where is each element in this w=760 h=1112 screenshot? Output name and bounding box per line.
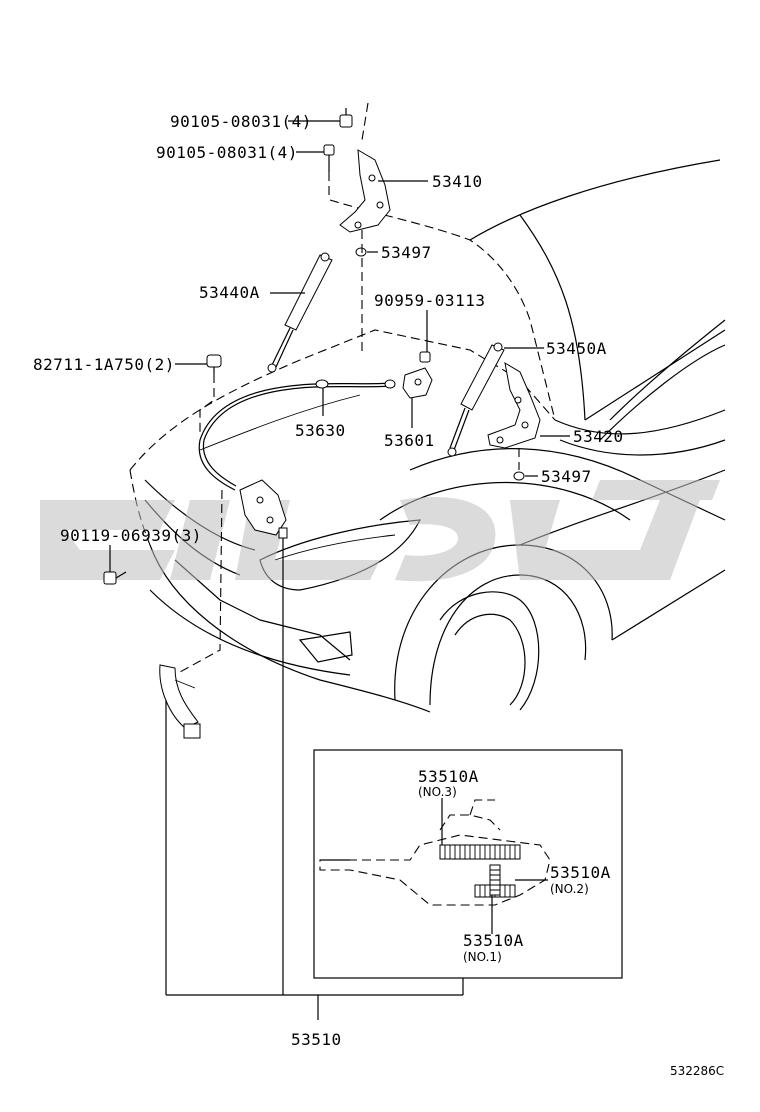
hood-support-right-icon xyxy=(447,342,505,457)
lock-sensor-icon xyxy=(159,664,201,739)
spring-detail-inset xyxy=(313,749,623,979)
part-label-bolt-lock: 90119-06939(3) xyxy=(60,526,202,545)
leader-lines xyxy=(109,120,570,1020)
part-label-cushion-left: 53497 xyxy=(381,243,432,262)
part-label-lock-assy: 53510 xyxy=(291,1030,342,1049)
clip-icon xyxy=(206,354,222,374)
hood-hinge-right-icon xyxy=(487,362,541,449)
inset-note-spring-no3: (NO.3) xyxy=(418,785,457,799)
spring-no1-icon xyxy=(489,864,501,896)
inset-note-spring-no2: (NO.2) xyxy=(550,882,589,896)
bolt-icon xyxy=(103,571,127,585)
part-label-bolt-b: 90105-08031(4) xyxy=(156,143,298,162)
inset-label-spring-no1: 53510A xyxy=(463,931,524,950)
part-label-hinge-left: 53410 xyxy=(432,172,483,191)
part-label-support-left: 53440A xyxy=(199,283,260,302)
hood-release-cable-icon xyxy=(198,379,396,491)
cable-bracket-icon xyxy=(402,367,433,399)
part-label-clip-cable: 90959-03113 xyxy=(374,291,485,310)
part-label-support-right: 53450A xyxy=(546,339,607,358)
bolt-icon xyxy=(323,144,335,172)
part-label-bracket: 53601 xyxy=(384,431,435,450)
bolt-icon xyxy=(339,108,353,128)
hood-lock-icon xyxy=(239,479,288,539)
hood-support-left-icon xyxy=(267,252,333,373)
spring-no3-icon xyxy=(439,844,521,860)
watermark-logo xyxy=(40,480,720,582)
diagram-id: 532286C xyxy=(670,1064,724,1078)
assembly-guide-lines xyxy=(179,102,520,673)
part-label-bolt-a: 90105-08031(4) xyxy=(170,112,312,131)
part-label-clip-body: 82711-1A750(2) xyxy=(33,355,175,374)
inset-label-spring-no2: 53510A xyxy=(550,863,611,882)
inset-note-spring-no1: (NO.1) xyxy=(463,950,502,964)
inset-label-spring-no3: 53510A xyxy=(418,767,479,786)
part-label-cushion-right: 53497 xyxy=(541,467,592,486)
cushion-icon xyxy=(513,471,525,481)
cushion-icon xyxy=(355,247,367,257)
part-label-cable: 53630 xyxy=(295,421,346,440)
clip-icon xyxy=(419,351,431,363)
part-label-hinge-right: 53420 xyxy=(573,427,624,446)
hood-hinge-left-icon xyxy=(339,149,391,233)
